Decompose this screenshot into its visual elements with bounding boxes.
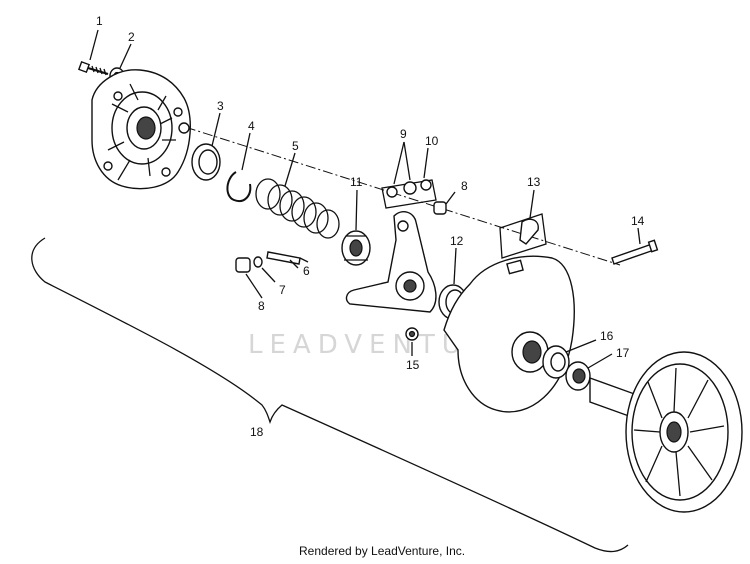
callout-15: 15	[406, 358, 420, 372]
callout-5: 5	[292, 139, 299, 153]
part-small-washer[interactable]	[253, 256, 263, 268]
callout-12: 12	[450, 234, 464, 248]
part-cover-plate[interactable]	[91, 69, 191, 190]
part-bolt[interactable]	[77, 60, 109, 76]
callout-3: 3	[217, 99, 224, 113]
leader-lines	[89, 29, 641, 369]
part-pin[interactable]	[266, 251, 309, 265]
part-fixed-sheave[interactable]	[589, 351, 743, 513]
callout-16: 16	[600, 329, 614, 343]
part-bushing[interactable]	[191, 143, 221, 181]
callout-9: 9	[400, 127, 407, 141]
callout-11: 11	[350, 175, 363, 189]
callout-1: 1	[96, 14, 103, 28]
part-ramp-arm[interactable]	[345, 211, 437, 313]
part-nut[interactable]	[405, 327, 419, 341]
part-moveable-sheave[interactable]	[443, 255, 575, 413]
callout-8-left: 8	[258, 299, 265, 313]
part-spider[interactable]	[341, 230, 371, 266]
callout-13: 13	[527, 175, 541, 189]
part-cap-right[interactable]	[433, 201, 447, 215]
part-spacer[interactable]	[565, 361, 591, 391]
part-long-pin[interactable]	[611, 239, 659, 265]
part-cap-left[interactable]	[235, 257, 251, 273]
callout-10: 10	[425, 134, 439, 148]
callout-14: 14	[631, 214, 645, 228]
part-roller-set[interactable]	[381, 179, 437, 209]
callout-8-right: 8	[461, 179, 468, 193]
callout-18: 18	[250, 425, 264, 439]
part-snap-ring[interactable]	[226, 171, 252, 202]
footer-credit: Rendered by LeadVenture, Inc.	[299, 544, 465, 558]
callout-2: 2	[128, 30, 135, 44]
part-spring[interactable]	[255, 178, 340, 239]
callout-17: 17	[616, 346, 630, 360]
callout-7: 7	[279, 283, 286, 297]
callout-6: 6	[303, 264, 310, 278]
assembly-brace	[31, 237, 629, 553]
callout-4: 4	[248, 119, 255, 133]
part-clip[interactable]	[499, 213, 547, 259]
part-sheave-washer[interactable]	[542, 345, 570, 379]
